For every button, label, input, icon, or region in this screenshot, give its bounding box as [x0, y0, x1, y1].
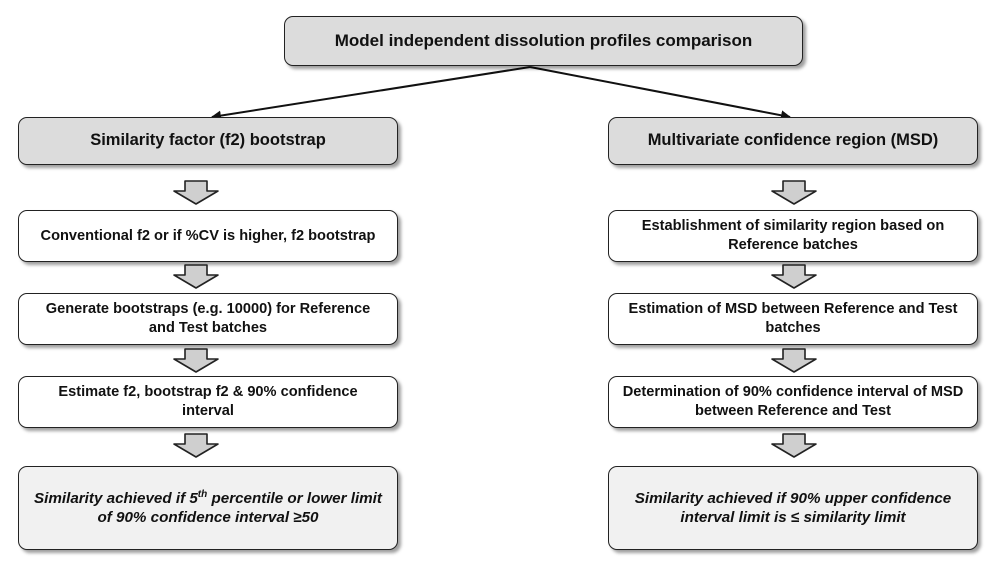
right-step-1-text: Establishment of similarity region based…: [641, 218, 945, 253]
left-header-box: Similarity factor (f2) bootstrap: [18, 117, 398, 165]
down-arrow-icon: [173, 180, 219, 205]
down-arrow-icon: [173, 264, 219, 289]
left-step-3: Estimate f2, bootstrap f2 & 90% confiden…: [18, 376, 398, 428]
left-step-2: Generate bootstraps (e.g. 10000) for Ref…: [18, 293, 398, 345]
left-result-text: Similarity achieved if 5th percentile or…: [34, 488, 382, 527]
left-step-3-text: Estimate f2, bootstrap f2 & 90% confiden…: [58, 384, 358, 419]
left-result-box: Similarity achieved if 5th percentile or…: [18, 466, 398, 550]
right-step-1: Establishment of similarity region based…: [608, 210, 978, 262]
title-text: Model independent dissolution profiles c…: [334, 31, 753, 51]
left-step-1: Conventional f2 or if %CV is higher, f2 …: [18, 210, 398, 262]
title-box: Model independent dissolution profiles c…: [284, 16, 803, 66]
down-arrow-icon: [771, 433, 817, 458]
connector-to-left-branch: [211, 66, 531, 121]
right-step-2: Estimation of MSD between Reference and …: [608, 293, 978, 345]
down-arrow-icon: [771, 348, 817, 373]
right-header-box: Multivariate confidence region (MSD): [608, 117, 978, 165]
right-header-text: Multivariate confidence region (MSD): [647, 131, 939, 150]
down-arrow-icon: [173, 433, 219, 458]
left-step-1-text: Conventional f2 or if %CV is higher, f2 …: [40, 227, 376, 244]
down-arrow-icon: [771, 264, 817, 289]
right-result-box: Similarity achieved if 90% upper confide…: [608, 466, 978, 550]
right-step-3: Determination of 90% confidence interval…: [608, 376, 978, 428]
right-step-2-text: Estimation of MSD between Reference and …: [628, 301, 958, 336]
right-result-text: Similarity achieved if 90% upper confide…: [634, 489, 952, 526]
down-arrow-icon: [173, 348, 219, 373]
down-arrow-icon: [771, 180, 817, 205]
left-step-2-text: Generate bootstraps (e.g. 10000) for Ref…: [45, 301, 371, 336]
right-step-3-text: Determination of 90% confidence interval…: [622, 384, 964, 419]
left-header-text: Similarity factor (f2) bootstrap: [90, 131, 326, 150]
connector-to-right-branch: [529, 66, 791, 121]
